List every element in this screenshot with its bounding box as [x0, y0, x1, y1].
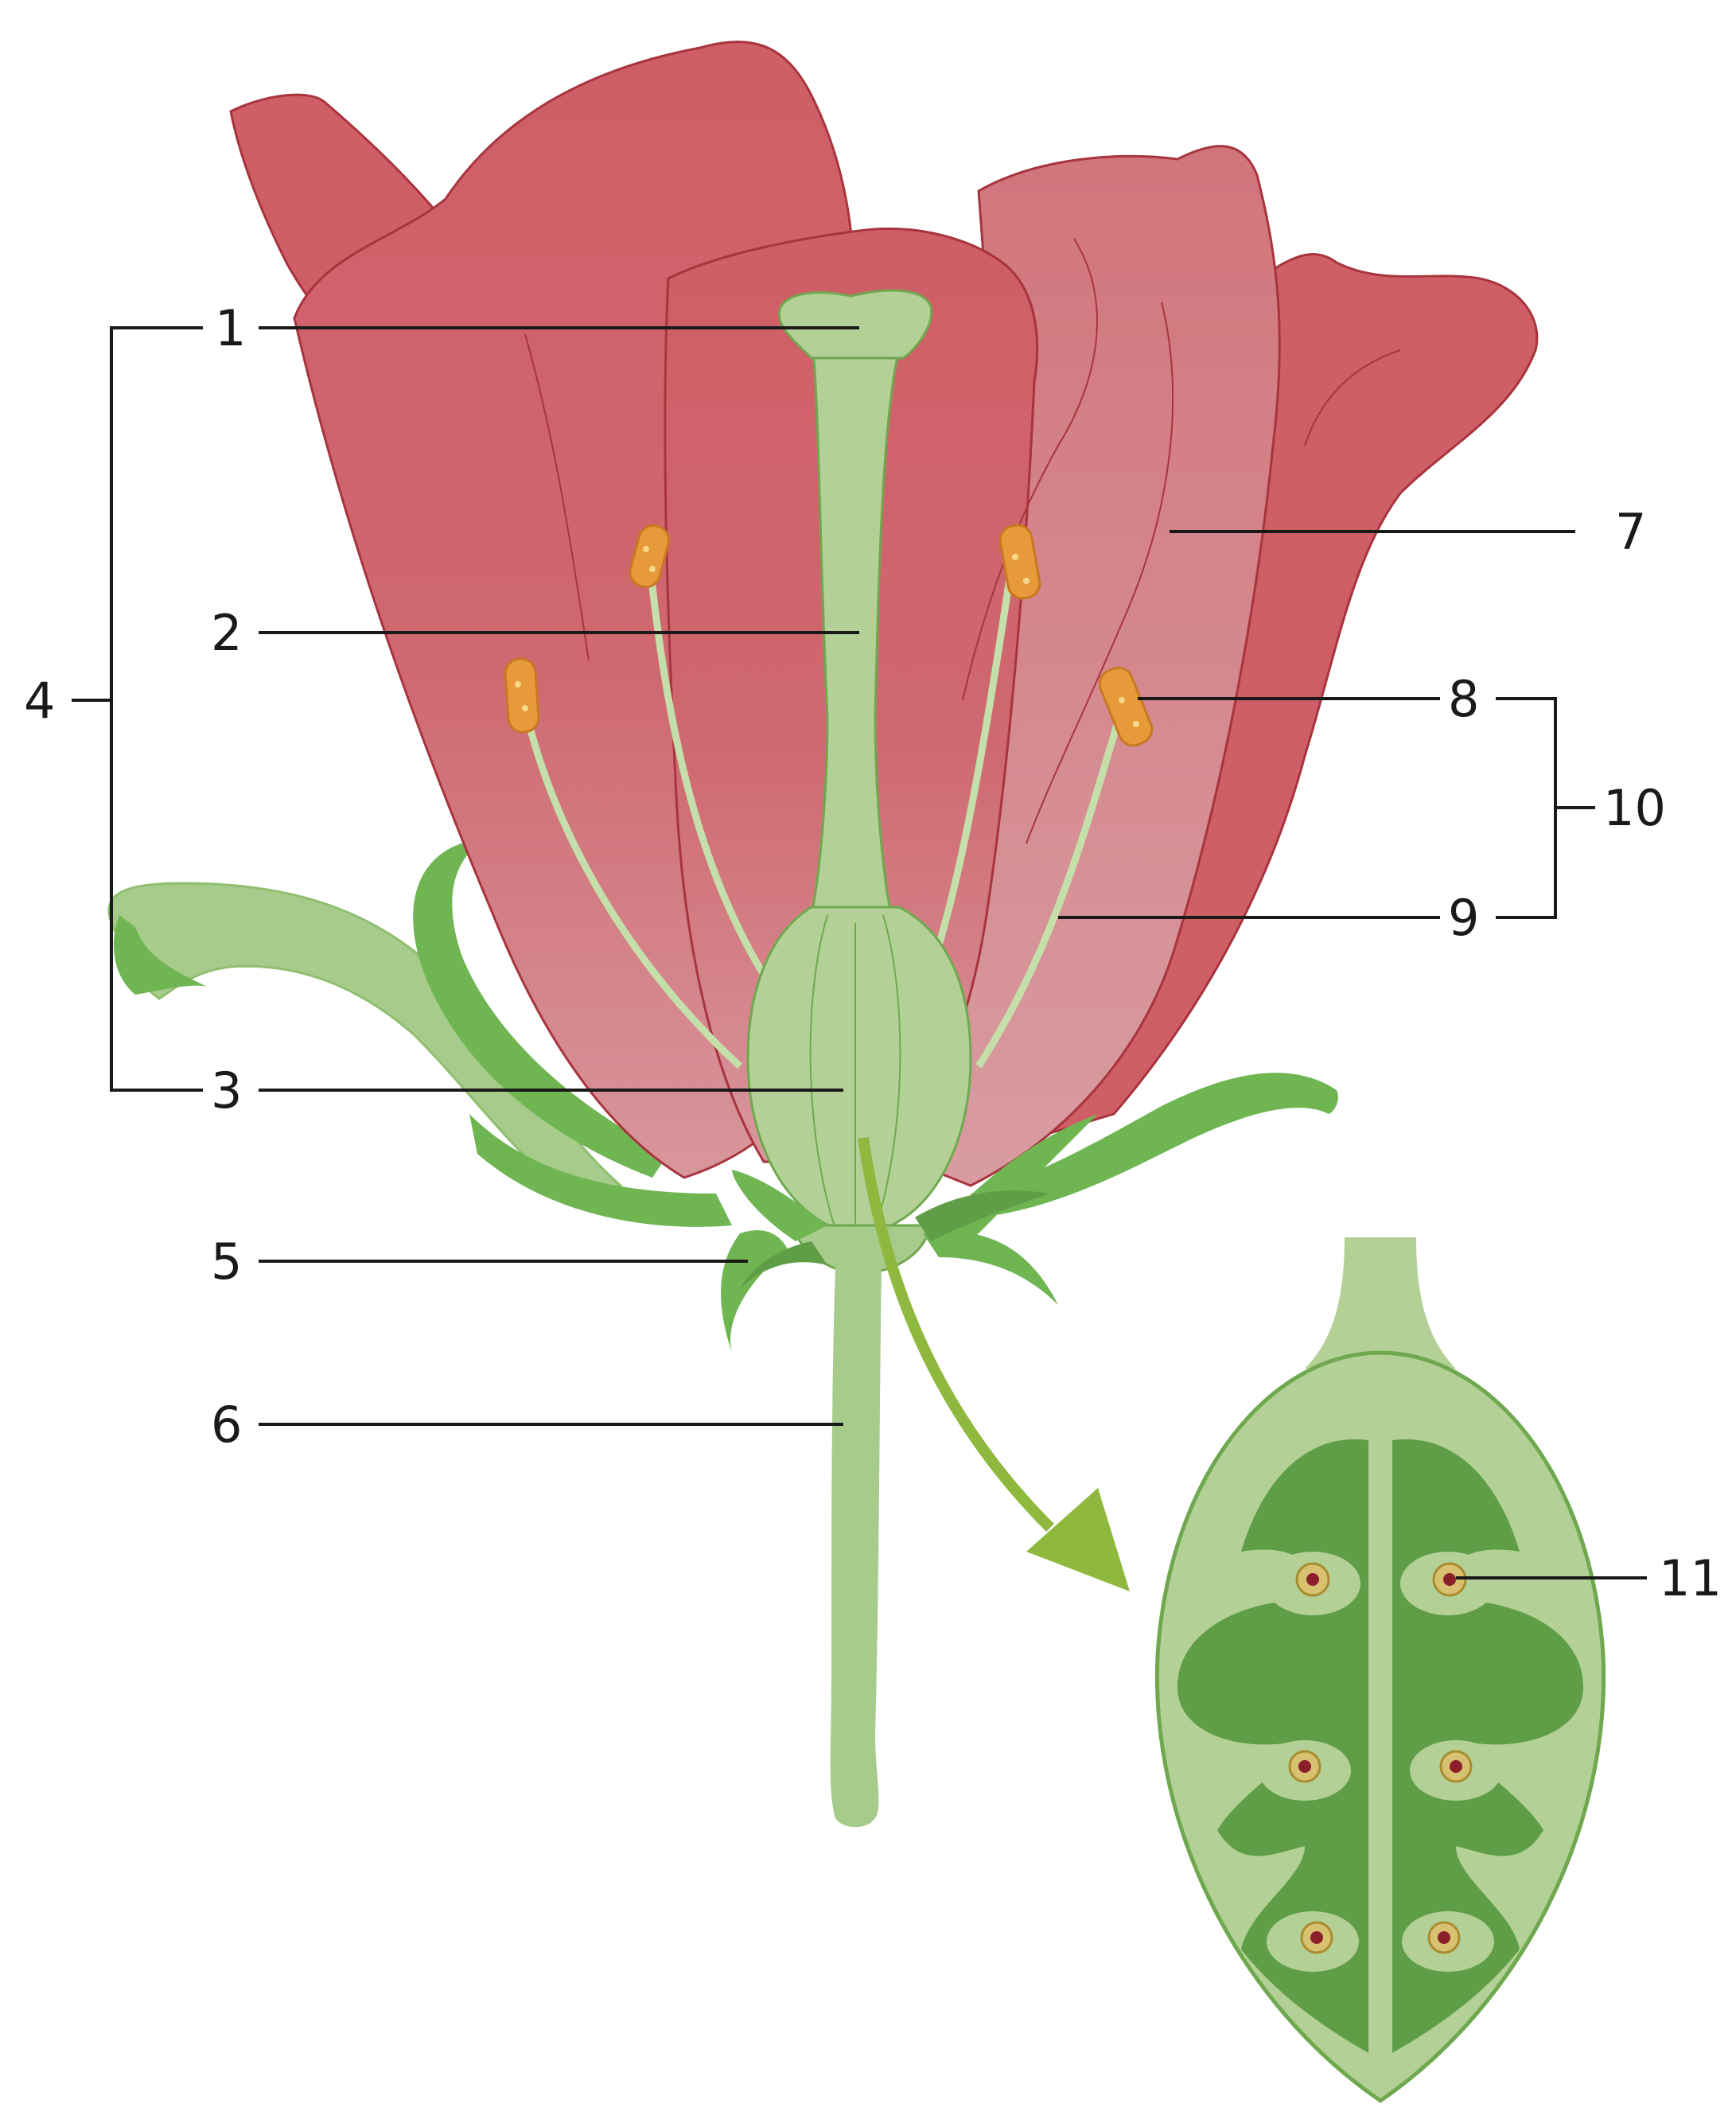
ovary-cross-section	[1157, 1237, 1603, 2101]
anther	[504, 658, 539, 733]
label-6: 6	[211, 1396, 242, 1454]
label-9: 9	[1448, 889, 1479, 947]
bracket-10	[1496, 699, 1595, 917]
ovule	[1441, 1751, 1471, 1782]
sepal	[923, 1232, 1058, 1305]
ovule	[1429, 1922, 1459, 1953]
ovule	[1290, 1751, 1320, 1782]
label-8: 8	[1448, 670, 1479, 728]
label-4: 4	[24, 672, 55, 730]
zoom-arrowhead	[1026, 1488, 1130, 1591]
ovule	[1302, 1922, 1332, 1953]
label-1: 1	[215, 299, 246, 357]
septum	[1372, 1432, 1389, 2069]
sepal	[915, 1190, 1050, 1241]
label-10: 10	[1603, 779, 1666, 837]
sepal	[721, 1230, 788, 1353]
label-7: 7	[1615, 503, 1646, 561]
stigma	[779, 290, 931, 358]
label-11: 11	[1659, 1549, 1722, 1607]
label-5: 5	[211, 1233, 242, 1291]
ovule	[1297, 1564, 1329, 1595]
label-2: 2	[211, 604, 242, 662]
label-3: 3	[211, 1061, 242, 1120]
ovary	[748, 907, 971, 1233]
stem	[831, 1265, 882, 1827]
cross-section-neck	[1305, 1237, 1456, 1369]
